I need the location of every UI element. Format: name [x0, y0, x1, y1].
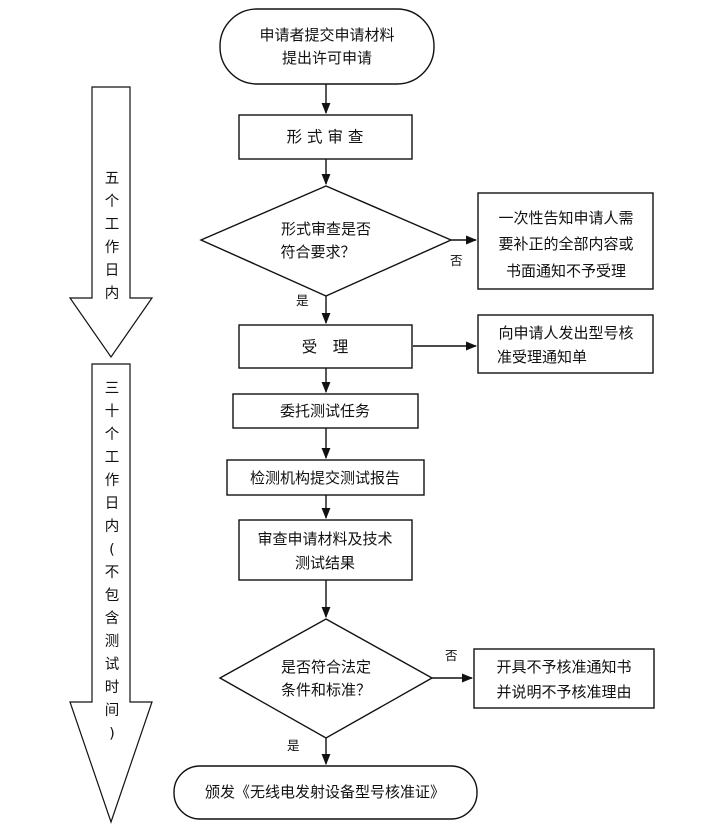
node-reject-line1: 开具不予核准通知书 — [496, 658, 631, 676]
node-start-line2: 提出许可申请 — [282, 49, 372, 67]
timeline-char: 包 — [105, 587, 120, 604]
node-review2-line1: 审查申请材料及技术 — [257, 530, 392, 548]
node-accept-label: 受 理 — [302, 338, 349, 356]
timeline-char: 间 — [105, 702, 120, 719]
label-yes-1: 是 — [296, 293, 309, 308]
label-yes-2: 是 — [287, 738, 300, 753]
timeline-char: 不 — [105, 565, 120, 581]
node-reject: 开具不予核准通知书 并说明不予核准理由 — [473, 648, 655, 709]
label-no-1: 否 — [450, 253, 463, 268]
node-commission-label: 委托测试任务 — [280, 402, 370, 420]
timeline-char: 三 — [105, 381, 120, 397]
node-formal-review: 形 式 审 查 — [238, 114, 413, 160]
node-decision2-line1: 是否符合法定 — [281, 658, 371, 676]
timeline-char: 日 — [105, 496, 120, 512]
timeline-arrow-thirty-days — [69, 363, 153, 824]
node-notify1-line1: 一次性告知申请人需 — [498, 209, 633, 227]
timeline-char: ( — [109, 542, 115, 558]
timeline-char: 工 — [105, 217, 120, 233]
node-issue-label: 颁发《无线电发射设备型号核准证》 — [205, 783, 445, 801]
node-notify2: 向申请人发出型号核 准受理通知单 — [477, 314, 654, 374]
timeline-char: 五 — [105, 171, 120, 187]
node-report-label: 检测机构提交测试报告 — [250, 469, 400, 487]
node-start: 申请者提交申请材料 提出许可申请 — [219, 8, 435, 85]
node-reject-line2: 并说明不予核准理由 — [496, 683, 631, 701]
timeline-char: 日 — [105, 263, 120, 279]
node-start-line1: 申请者提交申请材料 — [259, 26, 394, 44]
timeline-char: 含 — [105, 610, 120, 627]
node-notify1-line3: 书面通知不予受理 — [506, 262, 626, 280]
timeline-char: 试 — [105, 656, 120, 673]
connectors — [321, 84, 478, 766]
node-decision1-line2: 符合要求？ — [280, 243, 355, 261]
timeline-text-thirty-days: 三 十 个 工 作 日 内 ( 不 包 含 测 试 时 间 ) — [105, 381, 120, 742]
timeline-arrow-five-days — [68, 86, 154, 359]
node-issue: 颁发《无线电发射设备型号核准证》 — [173, 765, 478, 820]
node-accept: 受 理 — [238, 324, 413, 369]
label-no-2: 否 — [445, 648, 458, 663]
node-decision2-line2: 条件和标准？ — [281, 681, 371, 699]
node-notify2-line1: 向申请人发出型号核 — [498, 324, 633, 342]
timeline-char: ) — [109, 726, 115, 742]
timeline-char: 测 — [105, 633, 120, 650]
timeline-char: 作 — [105, 239, 120, 256]
timeline-char: 作 — [105, 472, 120, 489]
timeline-text-five-days: 五 个 工 作 日 内 — [105, 171, 120, 302]
node-notify2-line2: 准受理通知单 — [497, 348, 587, 366]
node-formal-review-label: 形 式 审 查 — [287, 128, 364, 146]
timeline-char: 十 — [105, 403, 120, 420]
timeline-char: 个 — [105, 193, 120, 210]
node-decision1-line1: 形式审查是否 — [281, 220, 371, 238]
node-review2-line2: 测试结果 — [295, 554, 355, 572]
timeline-char: 时 — [105, 679, 120, 696]
node-decision1: 形式审查是否 符合要求？ — [199, 185, 453, 297]
node-notify1: 一次性告知申请人需 要补正的全部内容或 书面通知不予受理 — [477, 192, 654, 290]
node-decision2: 是否符合法定 条件和标准？ — [218, 618, 434, 739]
timeline-char: 个 — [105, 426, 120, 443]
timeline-char: 工 — [105, 450, 120, 466]
node-review2: 审查申请材料及技术 测试结果 — [238, 519, 413, 581]
timeline-char: 内 — [105, 518, 120, 535]
node-commission: 委托测试任务 — [232, 393, 419, 429]
timeline-char: 内 — [105, 285, 120, 302]
node-notify1-line2: 要补正的全部内容或 — [498, 235, 633, 253]
node-report: 检测机构提交测试报告 — [226, 459, 425, 496]
